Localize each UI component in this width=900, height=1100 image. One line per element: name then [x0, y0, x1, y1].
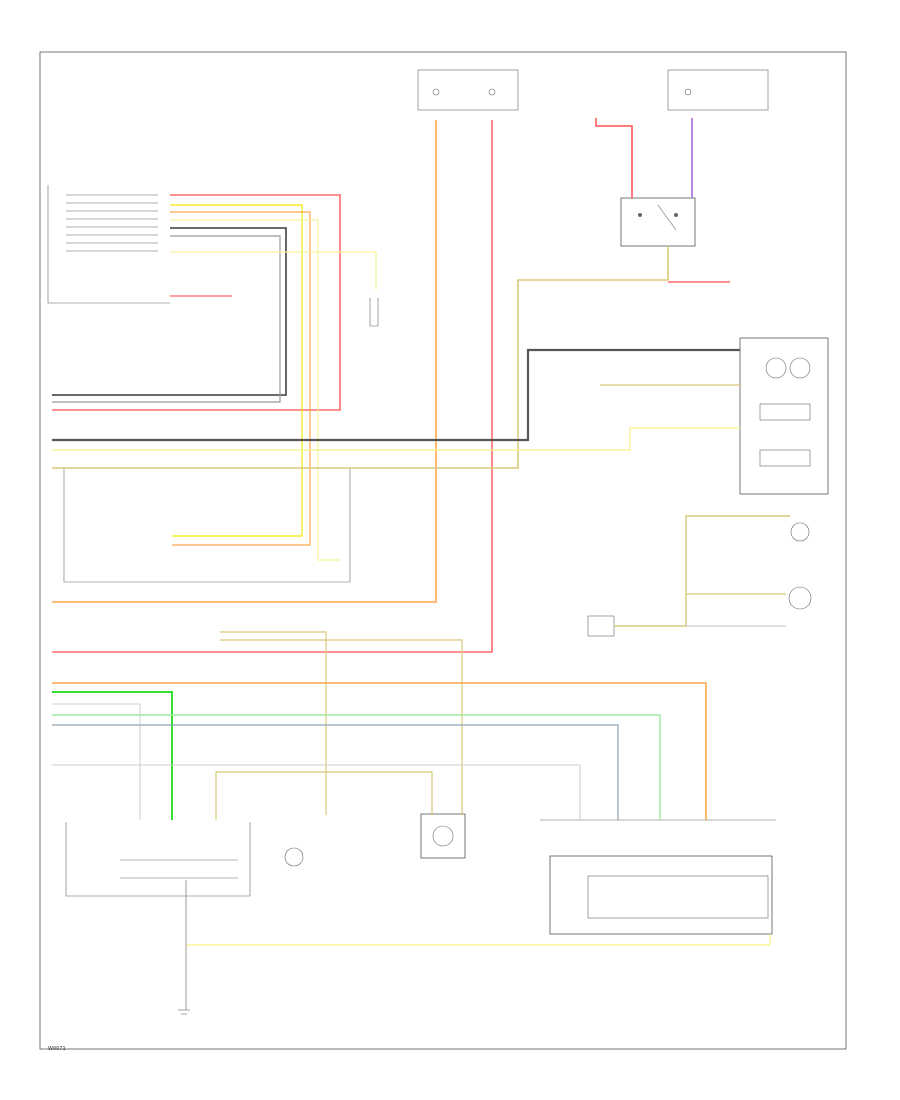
- headlamp-relay: [620, 197, 696, 247]
- combination-module: [540, 819, 776, 935]
- wire-pale-yellow-6: [170, 251, 377, 290]
- wire-tan-17: [614, 515, 790, 627]
- wire-gray-5: [52, 235, 281, 403]
- instrument-cluster: [739, 337, 829, 495]
- wire-dark-gray-4: [52, 227, 287, 396]
- footer-code: W0071: [48, 1046, 66, 1052]
- wire-blue-gray-26: [52, 724, 619, 820]
- wire-tan-12: [52, 246, 669, 469]
- wire-orange-8: [52, 120, 437, 603]
- wire-light-gray-24: [52, 703, 141, 820]
- wire-pale-yellow-15: [52, 427, 740, 451]
- wire-red-9: [52, 120, 493, 653]
- ground-symbols: [178, 298, 379, 1015]
- reverse-module: [420, 813, 466, 859]
- fuse-block-right: [667, 69, 769, 111]
- wire-light-gray-27: [52, 764, 581, 820]
- drl-control-unit: [63, 468, 351, 583]
- wire-pale-yellow-29: [186, 934, 771, 946]
- wire-tan-21: [220, 631, 327, 815]
- wire-harness: [52, 118, 790, 1010]
- wire-tan-28: [215, 771, 433, 820]
- wire-dark-gray-14: [52, 348, 740, 442]
- wire-orange-22: [52, 682, 707, 820]
- right-side-lamps: [587, 522, 812, 637]
- wire-yellow-1: [170, 204, 303, 537]
- wire-pale-yellow-3: [170, 219, 340, 561]
- headlamp-switch: [47, 185, 170, 304]
- wire-red-10: [595, 118, 633, 198]
- wire-tan-20: [220, 639, 463, 815]
- dimmer-switch: [65, 822, 304, 897]
- diagram-frame: [39, 51, 847, 1050]
- fuse-block-left: [417, 69, 519, 111]
- wire-light-green-25: [52, 714, 661, 820]
- wire-red-0: [52, 194, 341, 411]
- wire-green-23: [52, 691, 173, 820]
- wire-orange-2: [170, 211, 311, 546]
